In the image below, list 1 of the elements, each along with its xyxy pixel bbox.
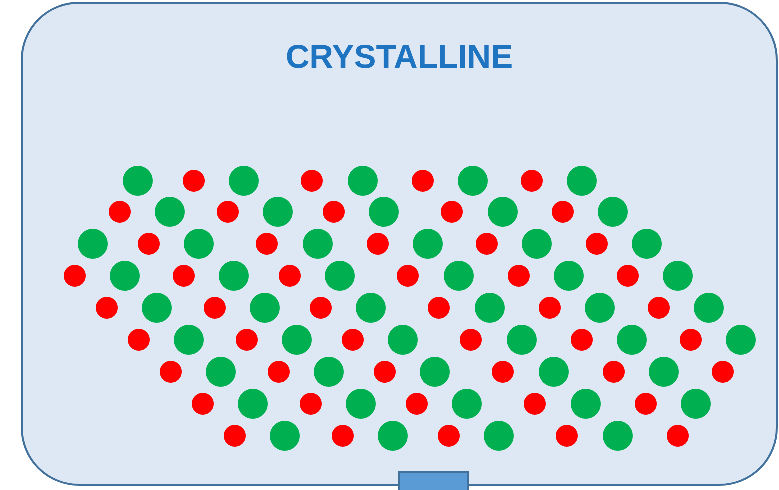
panel-title: CRYSTALLINE	[284, 38, 514, 76]
